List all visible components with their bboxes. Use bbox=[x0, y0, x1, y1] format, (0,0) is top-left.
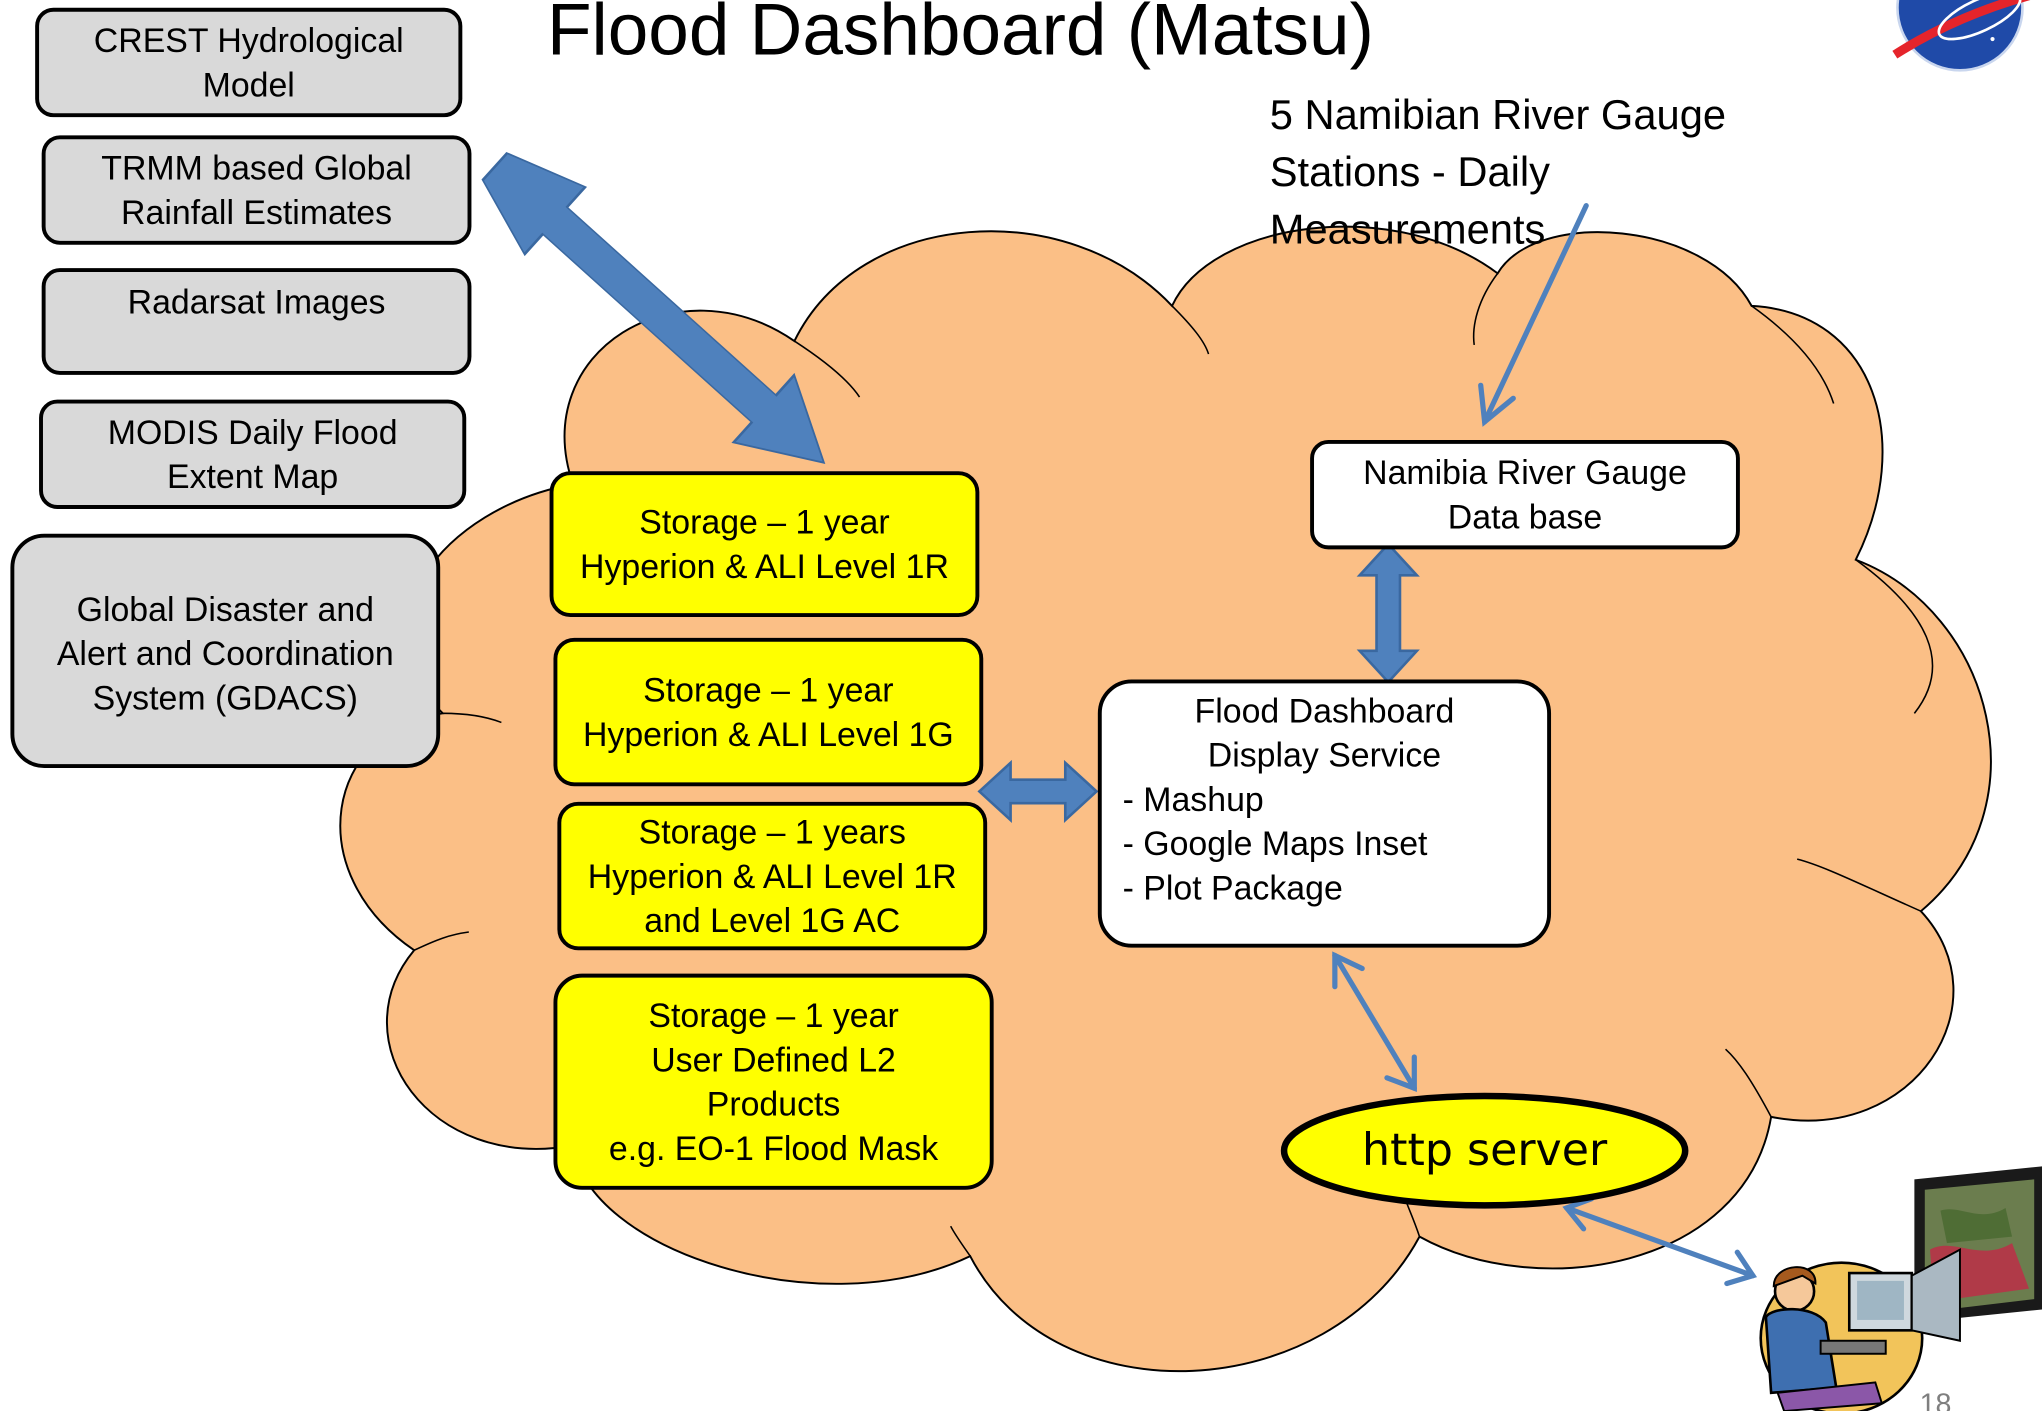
dashboard-item-mashup: - Mashup bbox=[1122, 779, 1264, 819]
source-crest-model: CREST Hydrological Model bbox=[35, 7, 463, 118]
storage-level-1r: Storage – 1 year Hyperion & ALI Level 1R bbox=[549, 471, 980, 618]
page-number: 18 bbox=[1919, 1387, 1952, 1411]
storage-level-1g: Storage – 1 year Hyperion & ALI Level 1G bbox=[553, 637, 984, 787]
gauge-database: Namibia River Gauge Data base bbox=[1310, 439, 1740, 550]
source-trmm-rainfall: TRMM based Global Rainfall Estimates bbox=[41, 135, 472, 245]
http-server-label: http server bbox=[1362, 1124, 1608, 1177]
dashboard-http-double-arrow-icon bbox=[1332, 951, 1417, 1092]
http-server-node bbox=[1280, 1092, 1689, 1209]
page-title: Flood Dashboard (Matsu) bbox=[546, 0, 1374, 71]
source-gdacs: Global Disaster and Alert and Coordinati… bbox=[10, 533, 441, 769]
note-to-gaugedb-arrow-icon bbox=[1478, 203, 1589, 427]
sources-to-cloud-double-arrow-icon bbox=[481, 151, 826, 465]
storage-dashboard-double-arrow-icon bbox=[977, 759, 1099, 824]
source-radarsat-images: Radarsat Images bbox=[41, 268, 472, 375]
dashboard-title: Flood Dashboard Display Service bbox=[1194, 691, 1455, 775]
dashboard-display-service: Flood Dashboard Display Service - Mashup… bbox=[1097, 679, 1552, 948]
user-at-computer-illustration-icon bbox=[1759, 1166, 2042, 1411]
http-user-double-arrow-icon bbox=[1562, 1196, 1758, 1287]
source-modis-flood-map: MODIS Daily Flood Extent Map bbox=[39, 399, 467, 509]
storage-user-l2-products: Storage – 1 year User Defined L2 Product… bbox=[553, 973, 994, 1190]
gauge-stations-note: 5 Namibian River Gauge Stations - Daily … bbox=[1269, 91, 1727, 253]
dashboard-item-google-maps: - Google Maps Inset bbox=[1122, 823, 1428, 864]
dashboard-item-plot-package: - Plot Package bbox=[1122, 868, 1343, 908]
nasa-logo-icon bbox=[1892, 0, 2031, 72]
storage-level-1r-1g-ac: Storage – 1 years Hyperion & ALI Level 1… bbox=[557, 801, 988, 951]
